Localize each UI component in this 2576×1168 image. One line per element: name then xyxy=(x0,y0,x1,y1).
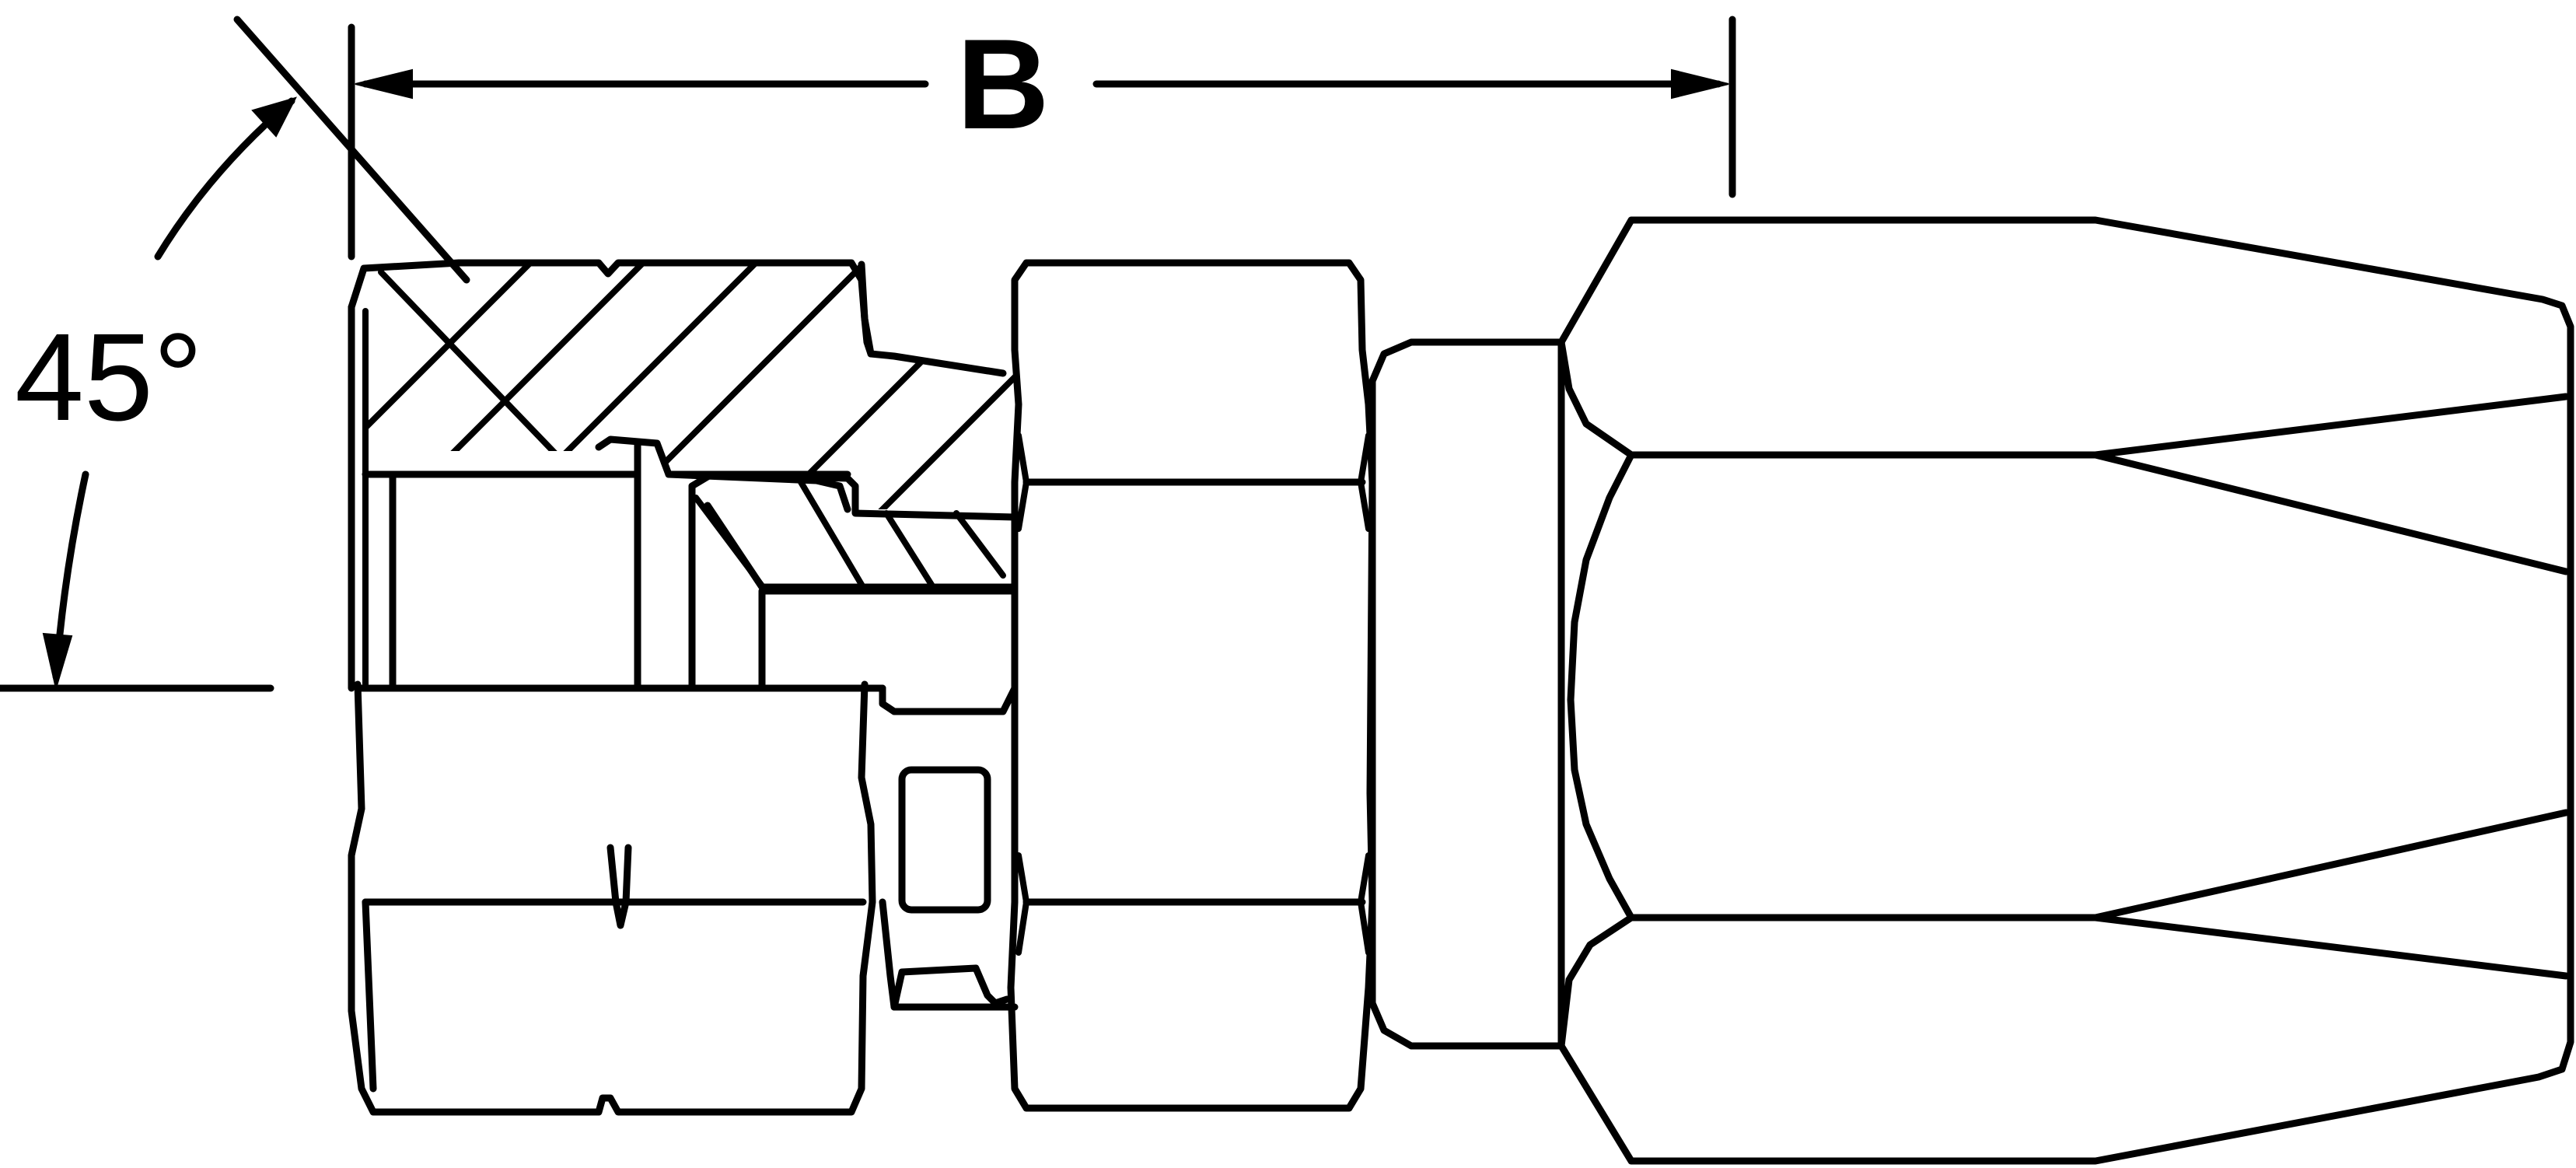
socket-taper-bottom xyxy=(2092,809,2570,980)
socket-hex-left-edge xyxy=(1557,338,1635,1050)
neck-upper xyxy=(879,684,1019,715)
seat-inner-edge xyxy=(704,502,1019,591)
swivel-nut-section-border xyxy=(595,261,1007,513)
body-hex xyxy=(1007,259,1376,1112)
arrowhead-angle-bottom xyxy=(42,632,73,691)
body-hex-flat-curves xyxy=(1015,432,1372,956)
swivel-nut xyxy=(348,259,886,1116)
nipple-seat xyxy=(688,470,1019,692)
socket-taper-top xyxy=(2092,393,2570,575)
angle-45-annotation: 45° xyxy=(0,16,470,692)
swivel-nut-center-notch xyxy=(606,844,632,929)
dimension-label: B xyxy=(956,12,1049,156)
collar-outline xyxy=(1368,338,1565,1050)
chamfer-extension-line xyxy=(233,16,470,284)
arrowhead-left xyxy=(355,68,413,100)
seat-cone xyxy=(688,470,1019,692)
body-hex-outline xyxy=(1007,259,1376,1112)
seat-flare xyxy=(693,479,1006,594)
angle-label: 45° xyxy=(15,307,203,446)
neck-wrench-slot xyxy=(898,766,991,914)
body-neck xyxy=(879,684,1019,1011)
socket-outline xyxy=(1557,216,2574,1165)
arrowhead-angle-top xyxy=(251,96,297,138)
arrowhead-right xyxy=(1671,68,1729,100)
swivel-nut-lower-left-flat xyxy=(362,898,377,1093)
socket xyxy=(1557,216,2574,1165)
collar xyxy=(1368,338,1565,1050)
neck-lower xyxy=(879,898,1011,1011)
dimension-b: B xyxy=(348,12,1736,261)
